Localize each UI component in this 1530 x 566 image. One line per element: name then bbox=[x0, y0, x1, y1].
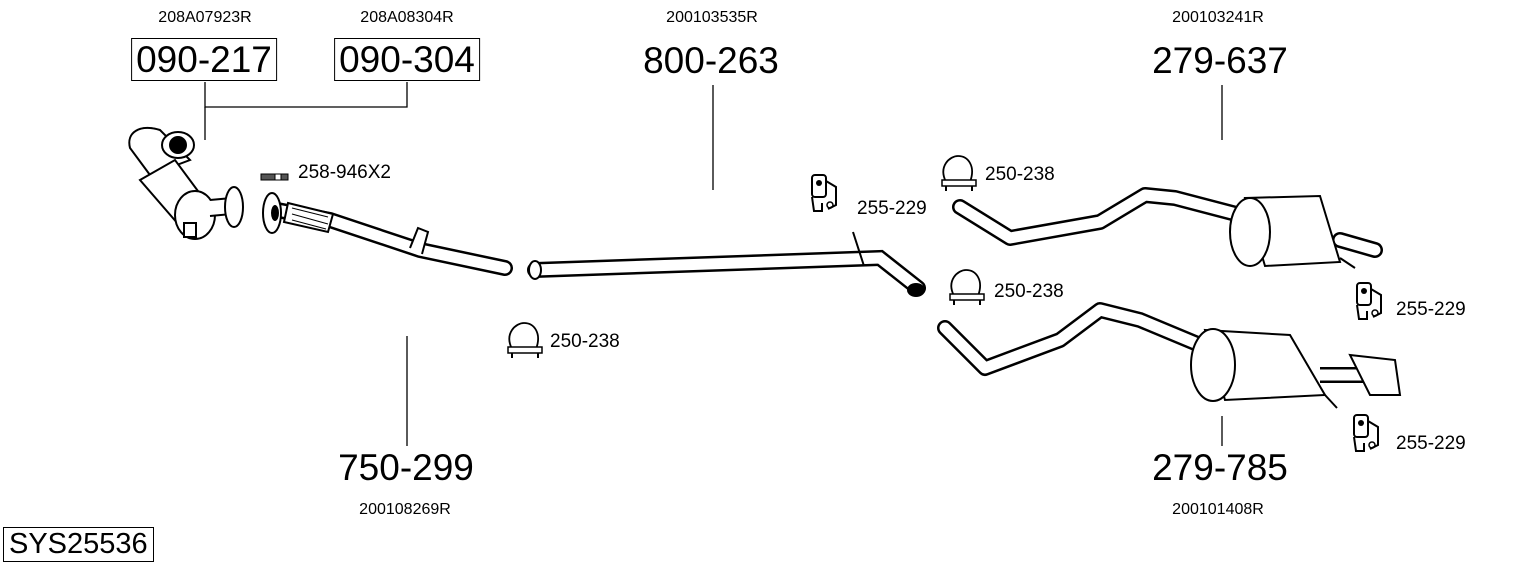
catalytic-converter bbox=[128, 127, 244, 240]
oem-number: 200101408R bbox=[1172, 501, 1264, 518]
oem-number: 200103535R bbox=[666, 9, 758, 26]
part-number-090-304[interactable]: 090-304 bbox=[334, 38, 480, 81]
accessory-label[interactable]: 255-229 bbox=[857, 198, 927, 219]
part-number-279-637[interactable]: 279-637 bbox=[1152, 40, 1288, 81]
clamp-icon bbox=[941, 155, 977, 192]
bolt-icon bbox=[260, 173, 289, 181]
system-code: SYS25536 bbox=[3, 527, 154, 562]
rear-silencer-279-637 bbox=[952, 187, 1383, 269]
part-number-800-263[interactable]: 800-263 bbox=[643, 40, 779, 81]
oem-number: 200103241R bbox=[1172, 9, 1264, 26]
rear-silencer-279-785 bbox=[937, 302, 1402, 409]
middle-pipe bbox=[527, 231, 926, 297]
oem-number: 200108269R bbox=[359, 501, 451, 518]
leader-lines bbox=[204, 82, 1223, 446]
oem-number: 208A08304R bbox=[360, 9, 454, 26]
rubber-mount-icon bbox=[1356, 282, 1382, 320]
oem-number: 208A07923R bbox=[158, 9, 252, 26]
accessory-label[interactable]: 250-238 bbox=[550, 331, 620, 352]
clamp-icon bbox=[949, 269, 985, 306]
clamp-icon bbox=[507, 322, 543, 359]
accessory-label[interactable]: 255-229 bbox=[1396, 433, 1466, 454]
accessory-label[interactable]: 258-946X2 bbox=[298, 162, 391, 183]
part-number-090-217[interactable]: 090-217 bbox=[131, 38, 277, 81]
front-pipe bbox=[262, 192, 513, 276]
accessory-label[interactable]: 255-229 bbox=[1396, 299, 1466, 320]
part-number-750-299[interactable]: 750-299 bbox=[338, 447, 474, 488]
rubber-mount-icon bbox=[1353, 414, 1379, 452]
accessory-label[interactable]: 250-238 bbox=[994, 281, 1064, 302]
part-number-279-785[interactable]: 279-785 bbox=[1152, 447, 1288, 488]
accessory-label[interactable]: 250-238 bbox=[985, 164, 1055, 185]
rubber-mount-icon bbox=[811, 174, 837, 212]
